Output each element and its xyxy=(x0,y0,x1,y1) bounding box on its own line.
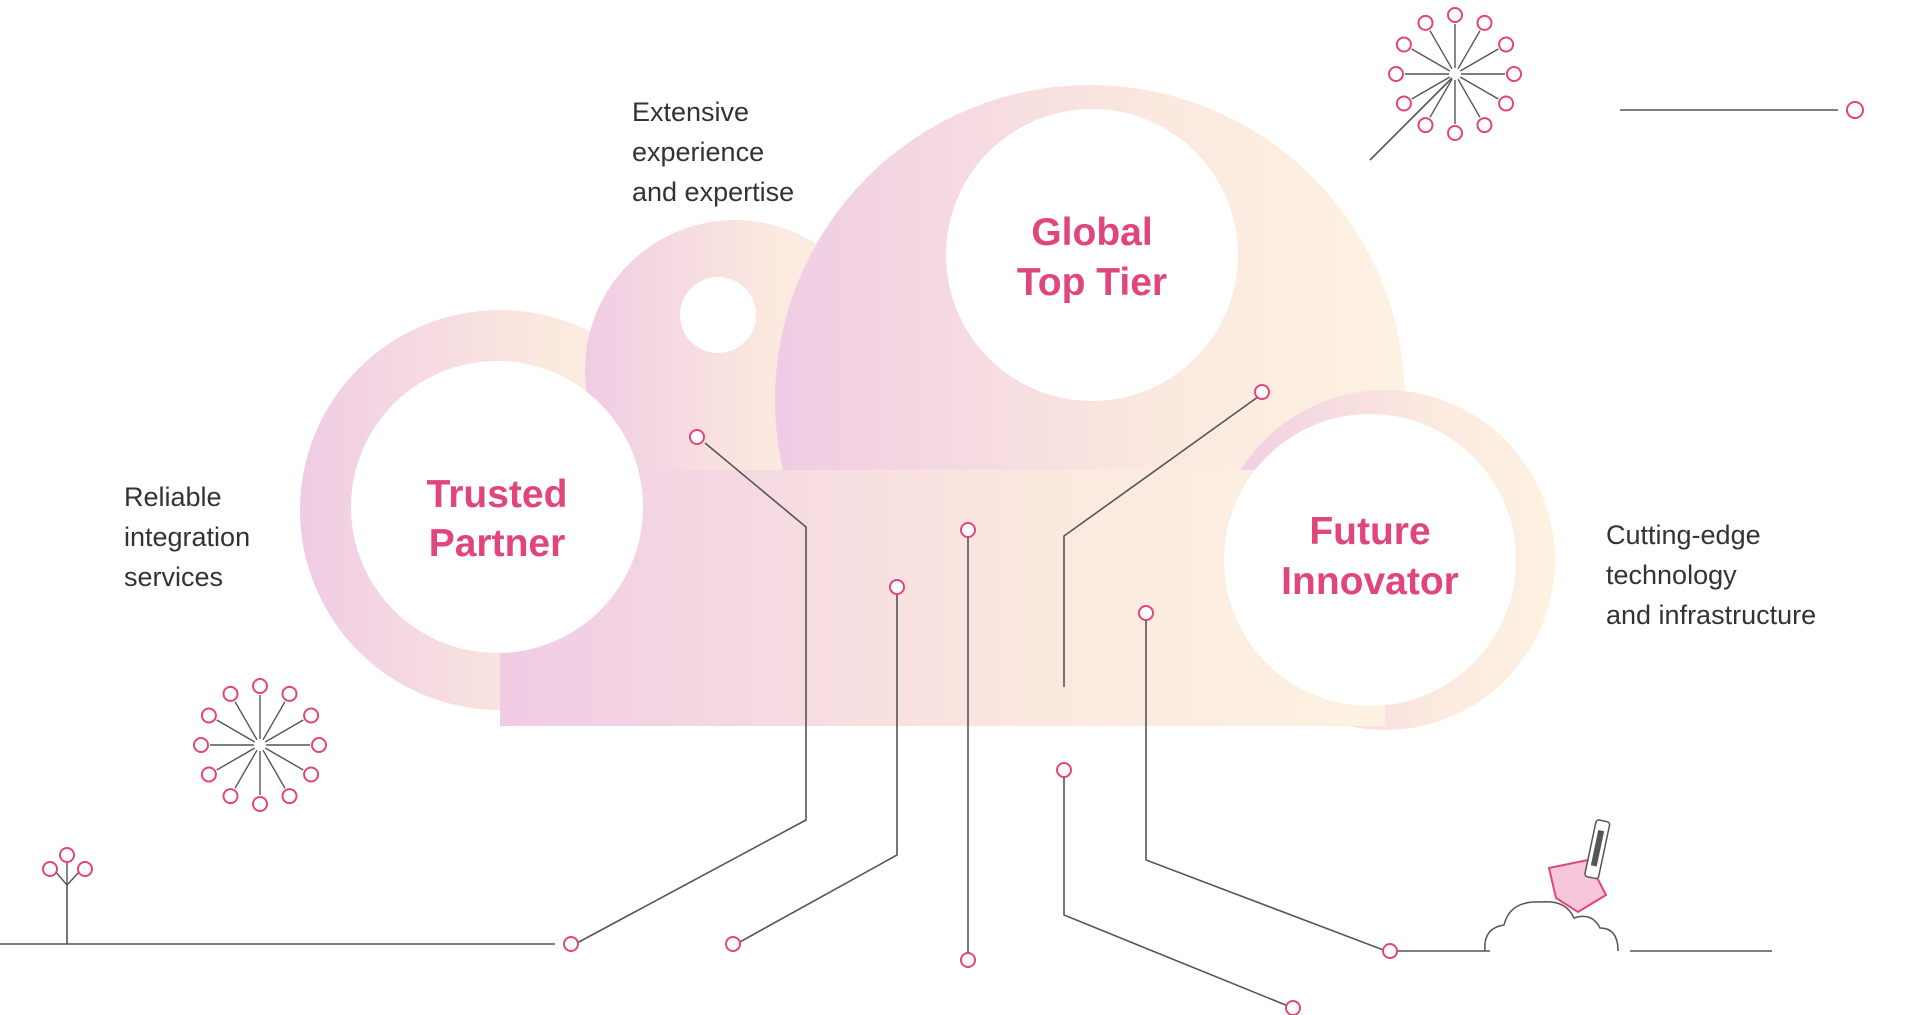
flower-seed xyxy=(303,707,320,724)
flower-ray xyxy=(264,719,304,743)
flower-ray xyxy=(1411,76,1451,100)
circuit-dots xyxy=(563,101,1864,1015)
bubble-trusted-partner xyxy=(351,361,643,653)
flower-seed xyxy=(1388,66,1404,82)
node-dot-icon xyxy=(689,429,705,445)
node-dot-icon xyxy=(1138,605,1154,621)
trusted-partner-line2: Partner xyxy=(429,522,566,565)
flower-seed xyxy=(1417,14,1434,31)
flower-seed xyxy=(200,766,217,783)
flower-seed xyxy=(222,788,239,805)
note-cutting-edge-technology: Cutting-edge technology and infrastructu… xyxy=(1606,520,1817,630)
node-dot-icon xyxy=(1846,101,1864,119)
node-dot-icon xyxy=(960,522,976,538)
flower-ray xyxy=(1457,30,1481,70)
flower-seed xyxy=(252,796,268,812)
flower-ray xyxy=(1411,48,1451,72)
node-dot-icon xyxy=(1056,762,1072,778)
node-dot-icon xyxy=(563,936,579,952)
flower-ray xyxy=(216,719,256,743)
future-innovator-line2: Innovator xyxy=(1281,560,1459,603)
trowel-icon xyxy=(1547,819,1611,914)
flower-seed xyxy=(252,678,268,694)
flower-ray xyxy=(1459,76,1499,100)
trusted-partner-line1: Trusted xyxy=(427,473,568,516)
flower-seed xyxy=(1417,117,1434,134)
node-dot-icon xyxy=(889,579,905,595)
note-reliable-integration: Reliable integration services xyxy=(124,482,251,592)
flower-ray xyxy=(1459,48,1499,72)
flower-ray xyxy=(234,749,258,789)
future-innovator-line1: Future xyxy=(1309,510,1430,553)
flower-seed xyxy=(311,737,327,753)
flower-ray xyxy=(216,747,256,771)
node-dot-icon xyxy=(725,936,741,952)
flower-seed xyxy=(1447,125,1463,141)
flower-icon xyxy=(1388,7,1522,141)
circuit-lines xyxy=(0,77,1838,1009)
global-top-tier-line2: Top Tier xyxy=(1017,261,1167,304)
flower-seed xyxy=(1506,66,1522,82)
bubble-future-innovator xyxy=(1224,414,1516,706)
cloud-hole xyxy=(680,277,756,353)
node-dot-icon xyxy=(1285,1000,1301,1015)
flower-seed xyxy=(281,788,298,805)
flower-seed xyxy=(1447,7,1463,23)
flower-ray xyxy=(1429,30,1453,70)
flower-seed xyxy=(303,766,320,783)
node-dot-icon xyxy=(1254,384,1270,400)
flower-seed xyxy=(281,685,298,702)
bush-icon xyxy=(1484,901,1619,952)
flower-seed xyxy=(1395,36,1412,53)
flower-seed xyxy=(222,685,239,702)
node-dot-icon xyxy=(1382,943,1398,959)
flower-seed xyxy=(193,737,209,753)
flower-ray xyxy=(262,749,286,789)
flower-ray xyxy=(1457,78,1481,118)
flower-seed xyxy=(1476,14,1493,31)
global-top-tier-line1: Global xyxy=(1031,211,1152,254)
sprout-icon xyxy=(42,847,93,886)
flower-ray xyxy=(1429,78,1453,118)
node-dot-icon xyxy=(960,952,976,968)
flower-ray xyxy=(262,701,286,741)
flower-seed xyxy=(1498,36,1515,53)
flower-seed xyxy=(1498,95,1515,112)
flower-icon xyxy=(193,678,327,812)
flower-ray xyxy=(264,747,304,771)
flower-seed xyxy=(200,707,217,724)
note-extensive-experience: Extensive experience and expertise xyxy=(632,97,795,207)
flower-ray xyxy=(234,701,258,741)
bubble-global-top-tier xyxy=(946,109,1238,401)
flower-seed xyxy=(1476,117,1493,134)
flower-seed xyxy=(1395,95,1412,112)
